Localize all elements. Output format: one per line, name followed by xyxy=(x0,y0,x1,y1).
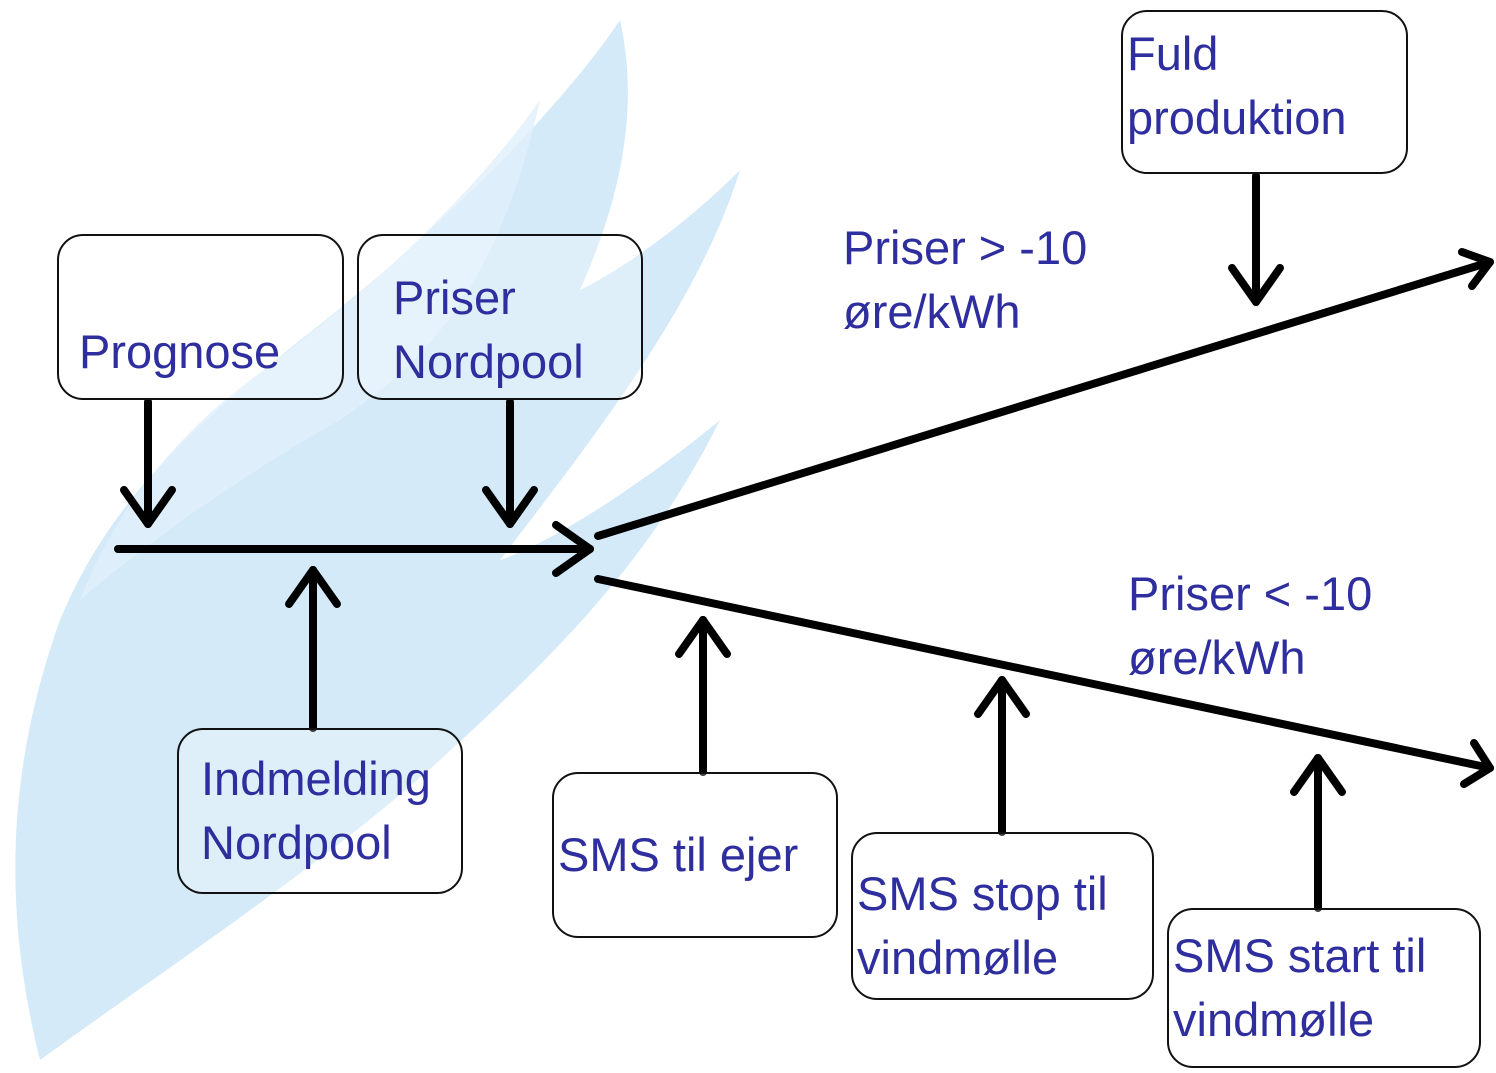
sms-til-ejer-label: SMS til ejer xyxy=(558,828,799,881)
high-price-label-line-1: Priser > -10 xyxy=(843,221,1088,274)
priser-nordpool-arrowhead xyxy=(482,486,538,528)
high-price-branch-arrowhead xyxy=(1458,248,1494,290)
prognose-arrowhead xyxy=(120,486,176,528)
high-price-label-line-2: øre/kWh xyxy=(843,285,1021,338)
prognose-box: Prognose xyxy=(57,234,344,400)
watermark-stroke-main xyxy=(15,20,740,1060)
fuld-produktion-line-2: produktion xyxy=(1127,91,1347,144)
sms-til-ejer-box: SMS til ejer xyxy=(552,772,838,938)
high-price-label: Priser > -10 øre/kWh xyxy=(843,216,1087,344)
indmelding-line-1: Indmelding xyxy=(201,752,431,805)
high-price-branch-line xyxy=(594,258,1494,540)
fuld-produktion-line-1: Fuld xyxy=(1127,27,1219,80)
sms-start-box: SMS start til vindmølle xyxy=(1167,908,1481,1068)
priser-nordpool-line-2: Nordpool xyxy=(393,335,584,388)
sms-start-arrowhead xyxy=(1290,754,1346,796)
fuld-produktion-arrowhead xyxy=(1228,264,1284,306)
low-price-branch-line xyxy=(594,575,1494,772)
sms-start-line-1: SMS start til xyxy=(1173,929,1427,982)
main-flow-arrowhead xyxy=(552,521,594,577)
indmelding-nordpool-box: Indmelding Nordpool xyxy=(177,728,463,894)
fuld-produktion-box: Fuld produktion xyxy=(1121,10,1408,174)
indmelding-line-2: Nordpool xyxy=(201,816,392,869)
low-price-branch-arrowhead xyxy=(1460,739,1494,788)
sms-ejer-arrowhead xyxy=(675,616,731,658)
sms-start-line-2: vindmølle xyxy=(1173,993,1375,1046)
watermark-stroke-light xyxy=(80,100,540,600)
sms-stop-box: SMS stop til vindmølle xyxy=(851,832,1154,1000)
priser-nordpool-box: Priser Nordpool xyxy=(357,234,643,400)
low-price-label-line-2: øre/kWh xyxy=(1128,631,1306,684)
indmelding-arrowhead xyxy=(285,566,341,608)
low-price-label-line-1: Priser < -10 xyxy=(1128,567,1373,620)
sms-stop-line-1: SMS stop til xyxy=(857,867,1108,920)
priser-nordpool-line-1: Priser xyxy=(393,271,516,324)
sms-stop-line-2: vindmølle xyxy=(857,931,1059,984)
low-price-label: Priser < -10 øre/kWh xyxy=(1128,562,1372,690)
prognose-label: Prognose xyxy=(79,325,281,378)
sms-stop-arrowhead xyxy=(974,676,1030,718)
